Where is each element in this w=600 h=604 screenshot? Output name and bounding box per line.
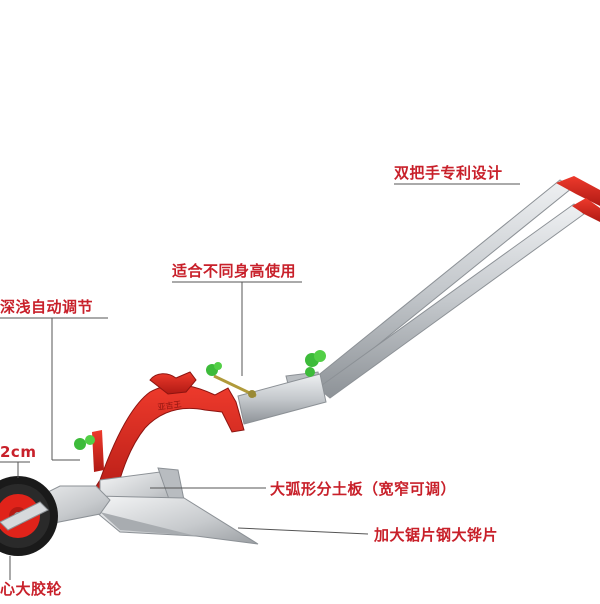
plow-blade xyxy=(95,495,259,545)
wheel-assembly xyxy=(0,476,111,556)
label-double-handle: 双把手专利设计 xyxy=(394,164,503,182)
leader-lines xyxy=(0,183,520,580)
height-adjuster-rod xyxy=(213,374,257,398)
label-soil-board: 大弧形分土板（宽窄可调） xyxy=(270,480,457,498)
handle-bars xyxy=(237,179,585,425)
green-knobs xyxy=(74,350,326,450)
label-depth-adjust: 深浅自动调节 xyxy=(0,298,94,316)
label-wheel: 心大胶轮 xyxy=(0,580,63,598)
label-height-adjust: 适合不同身高使用 xyxy=(172,262,297,280)
svg-text:亚吉王: 亚吉王 xyxy=(157,400,182,412)
label-blade: 加大锯片钢大铧片 xyxy=(374,526,499,544)
label-wheel-size: 2cm xyxy=(0,443,37,461)
handle-grips xyxy=(556,176,600,222)
